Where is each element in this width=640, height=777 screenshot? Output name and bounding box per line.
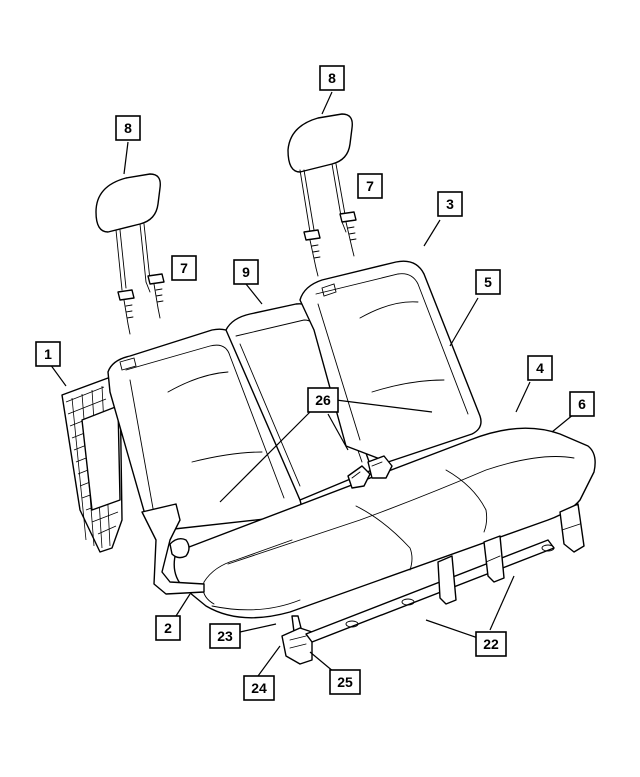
callout-9-label: 9 <box>242 264 250 280</box>
headrest-guide-left-a <box>117 289 135 325</box>
callout-22: 22 <box>475 631 507 657</box>
callout-24-label: 24 <box>251 680 267 696</box>
guide-leader-dashes <box>127 221 355 335</box>
callout-8-right-label: 8 <box>328 70 336 86</box>
callout-8-right: 8 <box>319 65 345 91</box>
seat-riser <box>281 503 585 665</box>
callout-1-label: 1 <box>44 346 52 362</box>
callout-8-left-label: 8 <box>124 120 132 136</box>
callout-2: 2 <box>155 615 181 641</box>
callout-3: 3 <box>437 191 463 217</box>
right-seatback <box>299 260 482 463</box>
seat-belt-buckles <box>347 455 393 489</box>
callout-3-label: 3 <box>446 196 454 212</box>
callout-4: 4 <box>527 355 553 381</box>
callout-6: 6 <box>569 391 595 417</box>
callout-25-label: 25 <box>337 674 353 690</box>
callout-7-left: 7 <box>171 255 197 281</box>
callout-7-left-label: 7 <box>180 260 188 276</box>
callout-5-label: 5 <box>484 274 492 290</box>
back-panel-frame <box>61 377 123 553</box>
callout-22-label: 22 <box>483 636 499 652</box>
callout-9: 9 <box>233 259 259 285</box>
right-headrest <box>287 113 353 233</box>
callout-7-right-label: 7 <box>366 178 374 194</box>
callout-1: 1 <box>35 341 61 367</box>
side-bracket <box>141 503 205 595</box>
callout-6-label: 6 <box>578 396 586 412</box>
callout-4-label: 4 <box>536 360 544 376</box>
headrest-guide-right-b <box>339 211 357 249</box>
leader-lines <box>49 91 575 677</box>
callout-25: 25 <box>329 669 361 695</box>
left-headrest <box>95 173 161 291</box>
headrest-guide-right-a <box>303 229 321 269</box>
callout-7-right: 7 <box>357 173 383 199</box>
callout-23: 23 <box>209 623 241 649</box>
callout-5: 5 <box>475 269 501 295</box>
callout-24: 24 <box>243 675 275 701</box>
callout-23-label: 23 <box>217 628 233 644</box>
callout-2-label: 2 <box>164 620 172 636</box>
callout-26-label: 26 <box>315 392 331 408</box>
callout-8-left: 8 <box>115 115 141 141</box>
callout-26: 26 <box>307 387 339 413</box>
headrest-guide-left-b <box>147 273 165 309</box>
